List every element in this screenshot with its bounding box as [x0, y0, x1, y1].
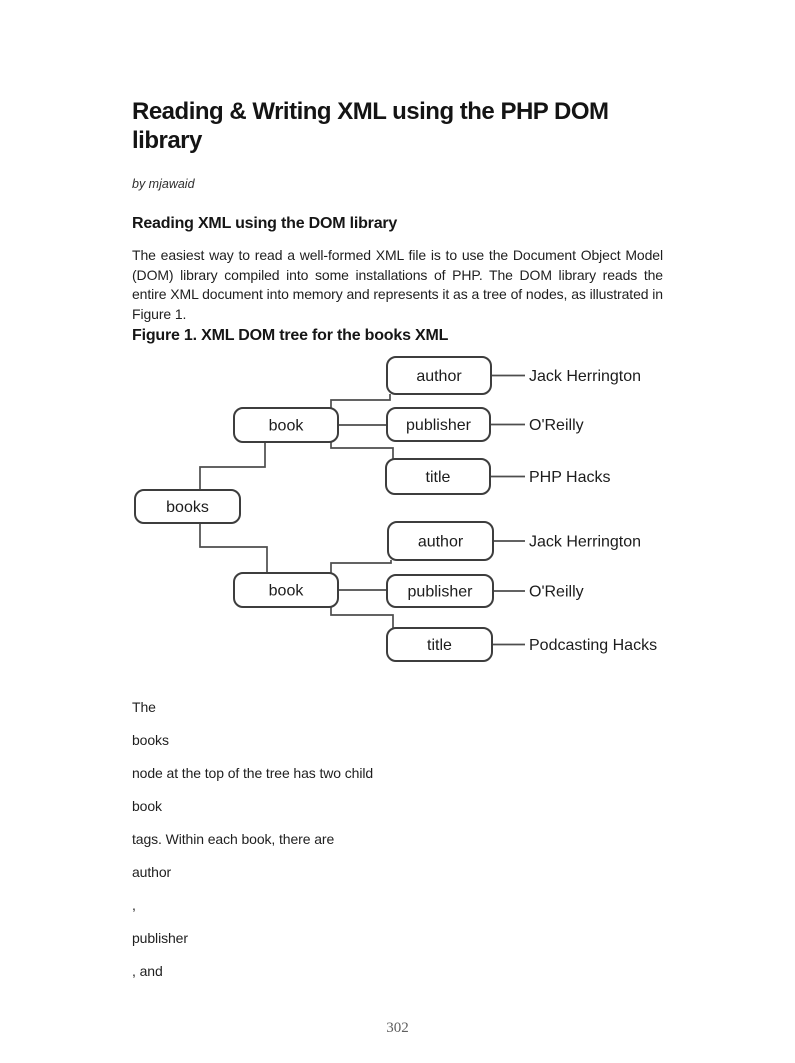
- section-heading: Reading XML using the DOM library: [132, 215, 398, 232]
- node-title-1: [385, 458, 491, 495]
- node-label-author-1: author: [416, 368, 462, 385]
- fragment-line: tags. Within each book, there are: [132, 831, 335, 847]
- page-number: 302: [386, 1020, 409, 1036]
- node-label-publisher-1: publisher: [406, 417, 472, 434]
- fragment-line: book: [132, 798, 162, 814]
- dom-tree-diagram: books book book author publisher title a…: [134, 356, 657, 662]
- fragment-line: , and: [132, 963, 163, 979]
- node-publisher-1: [386, 407, 491, 442]
- fragment-line: books: [132, 732, 169, 748]
- value-label-publisher-2: O'Reilly: [529, 584, 584, 601]
- node-label-title-1: title: [426, 469, 451, 486]
- value-label-title-2: Podcasting Hacks: [529, 637, 657, 654]
- fragment-line: publisher: [132, 930, 188, 946]
- node-book-1: [233, 407, 339, 443]
- fragment-block: The books node at the top of the tree ha…: [132, 698, 663, 982]
- value-label-author-1: Jack Herrington: [529, 368, 641, 385]
- page-content: Reading & Writing XML using the PHP DOM …: [132, 0, 663, 995]
- node-title-2: [386, 627, 493, 662]
- edge-book2-to-author: [330, 560, 392, 573]
- edge-books-to-book-1: [199, 442, 266, 490]
- node-label-publisher-2: publisher: [408, 584, 474, 601]
- fragment-line: The: [132, 699, 156, 715]
- node-label-book-2: book: [269, 583, 305, 600]
- edge-book1-to-author: [330, 394, 391, 408]
- edge-book2-to-title: [330, 607, 394, 628]
- value-label-title-1: PHP Hacks: [529, 469, 611, 486]
- value-label-author-2: Jack Herrington: [529, 534, 641, 551]
- node-book-2: [233, 572, 339, 608]
- value-label-publisher-1: O'Reilly: [529, 417, 584, 434]
- fragment-line: author: [132, 864, 172, 880]
- node-publisher-2: [386, 574, 494, 608]
- byline: by mjawaid: [132, 177, 195, 191]
- edge-books-to-book-2: [199, 523, 268, 573]
- node-label-books: books: [166, 499, 209, 516]
- fragment-line: ,: [132, 897, 136, 913]
- node-author-2: [387, 521, 494, 561]
- intro-paragraph: The easiest way to read a well-formed XM…: [132, 247, 663, 322]
- node-books: [134, 489, 241, 524]
- figure-caption: Figure 1. XML DOM tree for the books XML: [132, 327, 449, 344]
- node-label-book-1: book: [269, 418, 305, 435]
- edge-book1-to-title: [330, 442, 394, 459]
- page-title: Reading & Writing XML using the PHP DOM …: [132, 98, 609, 154]
- figure-xml-dom-tree: books book book author publisher title a…: [133, 355, 668, 667]
- node-label-author-2: author: [418, 534, 464, 551]
- node-author-1: [386, 356, 492, 395]
- node-label-title-2: title: [427, 637, 452, 654]
- fragment-line: node at the top of the tree has two chil…: [132, 765, 374, 781]
